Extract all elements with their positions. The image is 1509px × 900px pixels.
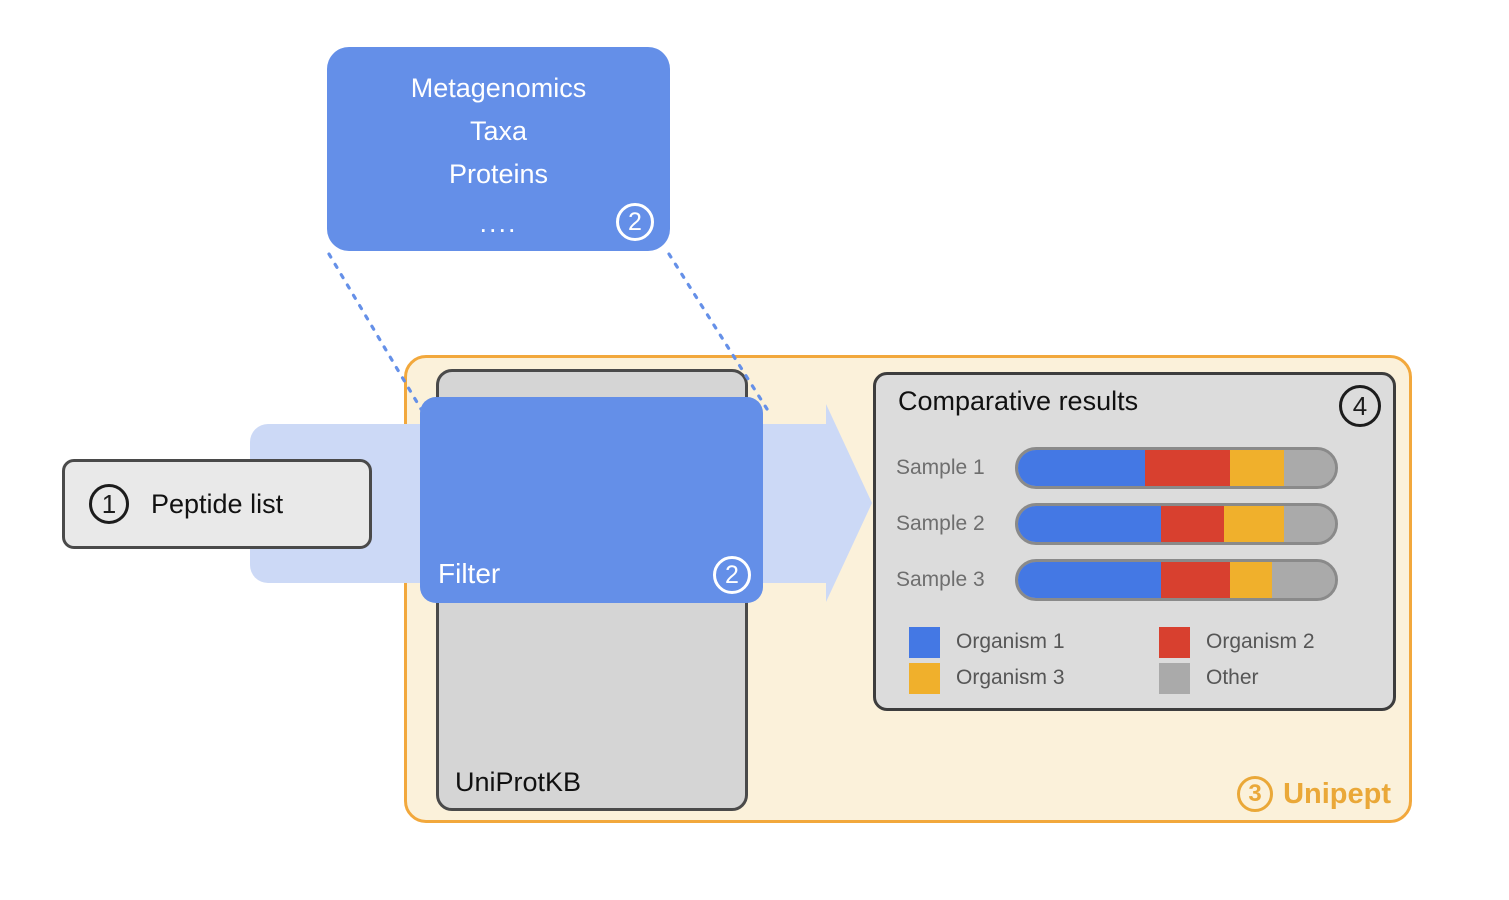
sample-1-label: Sample 1 xyxy=(896,456,985,479)
step-4-number: 4 xyxy=(1352,391,1368,421)
step-1-badge: 1 xyxy=(89,484,129,524)
step-2-badge-options: 2 xyxy=(616,203,654,241)
bar-segment-organism-2 xyxy=(1160,506,1225,542)
comparative-results-panel: Comparative results 4 Sample 1 Sample 2 … xyxy=(873,372,1396,711)
filter-options-box: Metagenomics Taxa Proteins .... 2 xyxy=(327,47,670,251)
organism-3-label: Organism 3 xyxy=(956,666,1065,689)
other-swatch xyxy=(1159,662,1190,694)
bar-segment-organism-3 xyxy=(1230,562,1272,598)
step-1-number: 1 xyxy=(101,489,117,519)
step-2-badge-filter: 2 xyxy=(713,556,751,594)
filter-option-metagenomics: Metagenomics xyxy=(410,73,587,103)
flow-arrow-head-icon xyxy=(826,404,872,602)
sample-1-bar xyxy=(1015,447,1338,489)
bar-segment-other xyxy=(1271,562,1335,598)
filter-box: Filter 2 xyxy=(420,397,763,603)
other-label: Other xyxy=(1206,666,1259,689)
bar-segment-organism-1 xyxy=(1018,506,1161,542)
bar-segment-other xyxy=(1284,506,1335,542)
filter-label: Filter xyxy=(438,558,501,589)
uniprotkb-label: UniProtKB xyxy=(455,767,582,797)
filter-option-taxa: Taxa xyxy=(469,116,528,146)
step-4-badge: 4 xyxy=(1339,385,1381,427)
organism-2-swatch xyxy=(1159,626,1190,658)
organism-2-label: Organism 2 xyxy=(1206,630,1315,653)
unipept-label: Unipept xyxy=(1283,777,1391,810)
bar-segment-organism-1 xyxy=(1018,562,1161,598)
peptide-list-box: 1 Peptide list xyxy=(62,459,372,549)
bar-segment-organism-3 xyxy=(1224,506,1285,542)
sample-2-label: Sample 2 xyxy=(896,512,985,535)
bar-segment-organism-1 xyxy=(1018,450,1145,486)
step-3-number: 3 xyxy=(1248,780,1262,807)
organism-3-swatch xyxy=(909,662,940,694)
legend-item-organism-2: Organism 2 xyxy=(1159,626,1315,658)
step-2-number-options: 2 xyxy=(628,207,642,236)
step-2-number: 2 xyxy=(725,560,739,589)
results-title: Comparative results xyxy=(898,386,1139,416)
sample-3-label: Sample 3 xyxy=(896,568,985,591)
peptide-list-label: Peptide list xyxy=(151,488,284,519)
bar-segment-organism-2 xyxy=(1144,450,1231,486)
organism-1-swatch xyxy=(909,626,940,658)
legend-item-other: Other xyxy=(1159,662,1259,694)
organism-1-label: Organism 1 xyxy=(956,630,1065,653)
bar-segment-organism-2 xyxy=(1160,562,1231,598)
legend-item-organism-1: Organism 1 xyxy=(909,626,1065,658)
sample-2-bar xyxy=(1015,503,1338,545)
sample-3-bar xyxy=(1015,559,1338,601)
step-3-badge: 3 xyxy=(1237,776,1274,812)
bar-segment-other xyxy=(1284,450,1335,486)
bar-segment-organism-3 xyxy=(1230,450,1285,486)
legend-item-organism-3: Organism 3 xyxy=(909,662,1065,694)
filter-option-proteins: Proteins xyxy=(448,159,549,189)
filter-option-ellipsis: .... xyxy=(479,208,518,238)
unipept-caption: 3 Unipept xyxy=(1237,776,1391,812)
